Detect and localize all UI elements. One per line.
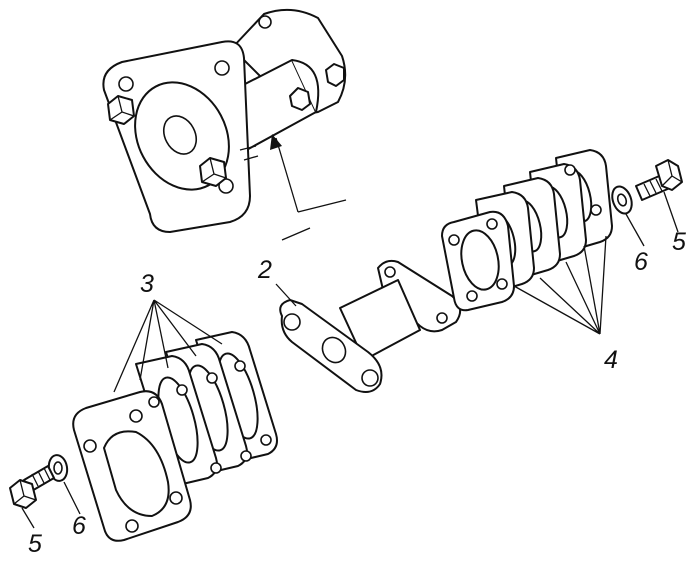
callout-3: 3 — [140, 270, 154, 298]
assembled-pipe-part — [102, 8, 347, 233]
callout-6-left: 6 — [72, 512, 86, 540]
callout-5-right: 5 — [672, 228, 686, 256]
leader-5-left — [21, 507, 35, 529]
assembly-arrow — [270, 134, 347, 241]
washer-6-right — [611, 185, 633, 215]
callout-2: 2 — [258, 256, 272, 284]
callout-4: 4 — [604, 346, 618, 374]
leader-6-right — [625, 213, 645, 247]
flange-bolt — [199, 157, 227, 187]
leader-5-right — [663, 191, 679, 233]
leader-lines-4 — [513, 235, 607, 335]
gasket-stack-4 — [441, 149, 613, 312]
flange-bolt — [289, 87, 311, 111]
pipe-part-2 — [279, 259, 462, 393]
gasket-stack-3 — [72, 331, 278, 542]
bolt-5-right — [635, 159, 683, 201]
leader-2 — [275, 283, 297, 307]
leader-lines-3 — [113, 299, 223, 393]
flange-bolt — [325, 63, 345, 87]
washer-6-left — [47, 454, 69, 482]
bolt-5-left — [9, 465, 55, 509]
callout-5-left: 5 — [28, 530, 42, 558]
callout-6-right: 6 — [634, 248, 648, 276]
flange-bolt — [107, 95, 135, 125]
leader-6-left — [63, 481, 81, 515]
